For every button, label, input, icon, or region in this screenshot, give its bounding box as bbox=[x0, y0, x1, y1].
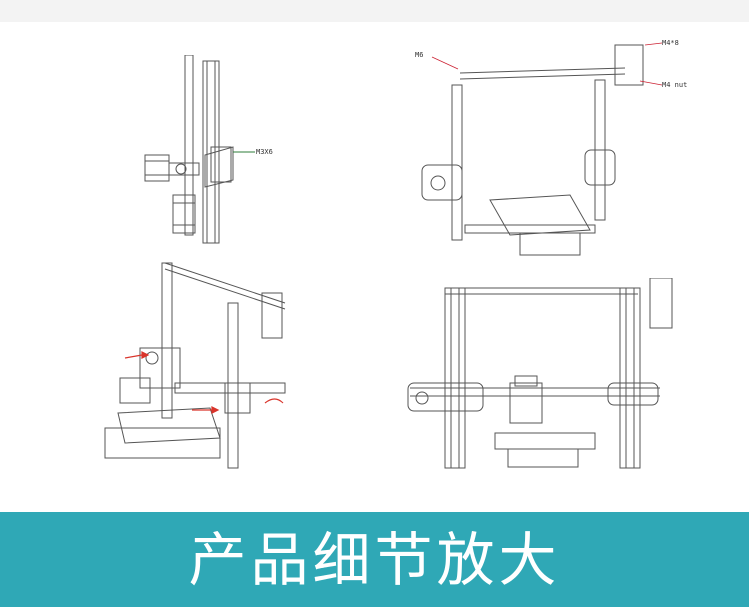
printer-perspective-drawing bbox=[104, 262, 286, 469]
title-banner: 产品细节放大 bbox=[0, 512, 749, 607]
z-axis-motor-drawing: M3X6 bbox=[144, 55, 273, 244]
diagram-frame-assembly: M6 M4*8 M4 nut bbox=[410, 35, 700, 265]
callout-label: M4*8 bbox=[662, 39, 679, 47]
callout-label: M4 nut bbox=[662, 81, 687, 89]
frame-assembly-drawing: M6 M4*8 M4 nut bbox=[415, 39, 687, 256]
callout-label: M3X6 bbox=[256, 148, 273, 156]
callout-label: M6 bbox=[415, 51, 423, 59]
diagram-printer-perspective bbox=[100, 258, 300, 473]
diagram-front-view bbox=[400, 278, 690, 473]
top-strip bbox=[0, 0, 749, 22]
banner-title: 产品细节放大 bbox=[188, 525, 561, 594]
diagram-z-axis-motor: M3X6 bbox=[125, 55, 295, 245]
front-view-drawing bbox=[407, 278, 673, 469]
